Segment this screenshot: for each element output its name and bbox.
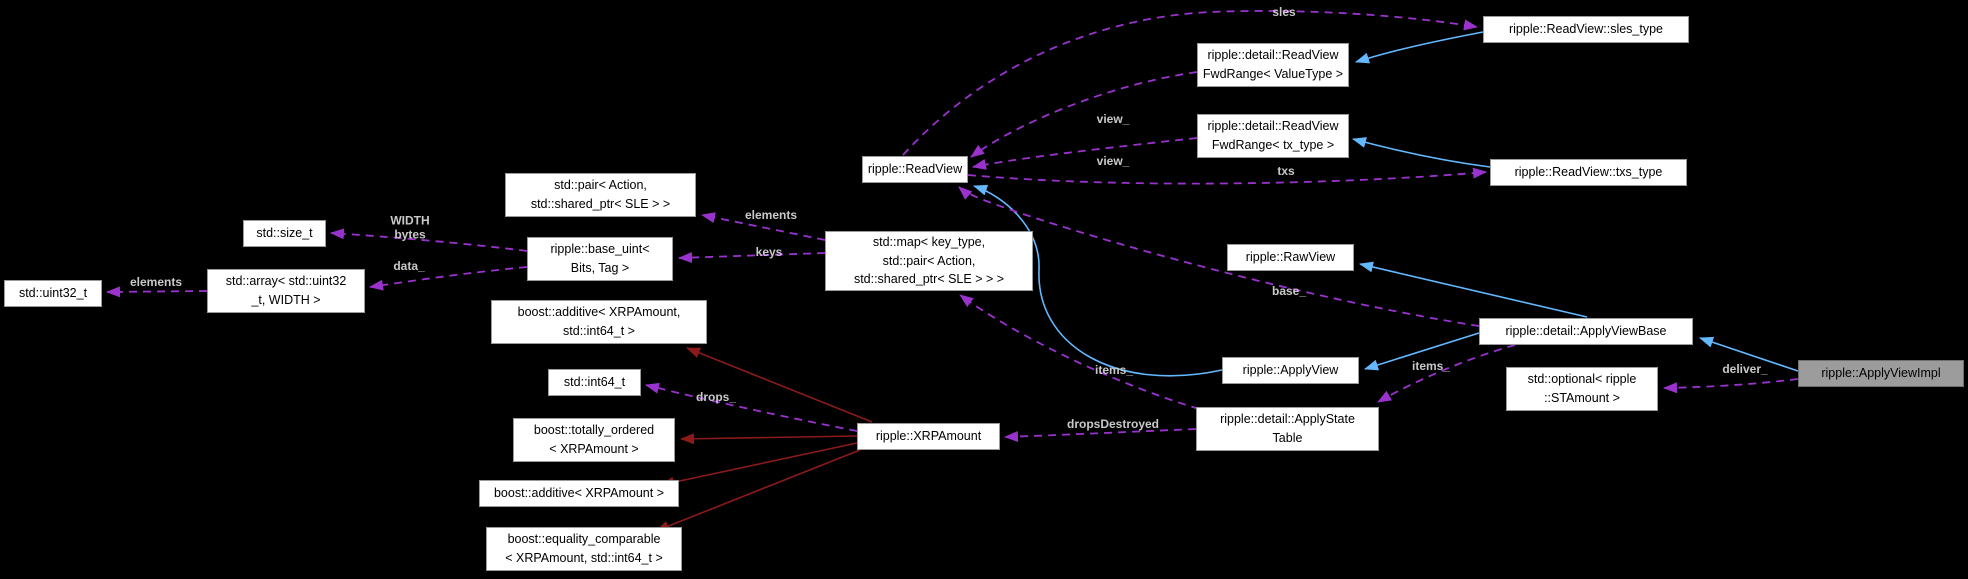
edge-label-base: base_ [1271, 283, 1307, 298]
node-std-uint32-t[interactable]: std::uint32_t [4, 280, 102, 307]
edge-label-items-viewbase: items_ [1411, 358, 1451, 373]
edge-applystatetable-dropsdestroyed [1004, 428, 1197, 443]
edge-applyviewimpl-to-applyviewbase [1699, 336, 1799, 372]
edge-label-data: data_ [393, 258, 425, 273]
edge-txstype-to-fwdrange-txtype [1352, 137, 1491, 168]
edge-label-elements-map-pair: elements [744, 207, 798, 222]
edge-xrpamount-to-boost-additive [660, 442, 858, 488]
node-std-array[interactable]: std::array< std::uint32 _t, WIDTH > [207, 269, 365, 313]
edge-fwdrange-valuetype-view [970, 71, 1198, 158]
edge-xrpamount-to-boost-equality-comparable [655, 449, 861, 532]
edge-label-view-lower: view_ [1096, 153, 1130, 168]
edge-label-deliver: deliver_ [1722, 361, 1768, 376]
edge-readview-sles [902, 10, 1478, 156]
node-ripple-applyviewbase[interactable]: ripple::detail::ApplyViewBase [1479, 318, 1693, 345]
node-std-size-t[interactable]: std::size_t [243, 220, 326, 247]
node-std-int64-t[interactable]: std::int64_t [548, 369, 641, 396]
edge-label-items-statetable: items_ [1094, 362, 1134, 377]
node-ripple-xrpamount[interactable]: ripple::XRPAmount [857, 423, 1000, 450]
node-std-pair-action-sle[interactable]: std::pair< Action, std::shared_ptr< SLE … [505, 173, 696, 217]
node-ripple-applystatetable[interactable]: ripple::detail::ApplyState Table [1196, 407, 1379, 451]
edge-applystatetable-items [959, 294, 1200, 410]
node-readview-fwdrange-valuetype[interactable]: ripple::detail::ReadView FwdRange< Value… [1197, 43, 1349, 87]
node-ripple-base-uint[interactable]: ripple::base_uint< Bits, Tag > [527, 237, 673, 281]
edge-applyviewbase-base [958, 186, 1480, 327]
edge-readview-txs [967, 167, 1487, 185]
edge-label-view-upper: view_ [1096, 111, 1130, 126]
node-boost-additive-xrpamount[interactable]: boost::additive< XRPAmount > [479, 480, 679, 507]
node-readview-fwdrange-txtype[interactable]: ripple::detail::ReadView FwdRange< tx_ty… [1197, 114, 1349, 158]
edge-label-txs: txs [1277, 163, 1295, 178]
node-std-map-keytype-pair[interactable]: std::map< key_type, std::pair< Action, s… [825, 231, 1033, 291]
edge-label-drops: drops_ [695, 389, 737, 404]
edge-baseuint-width-bytes [330, 228, 528, 252]
node-boost-additive-xrpamount-int64[interactable]: boost::additive< XRPAmount, std::int64_t… [491, 300, 707, 344]
edge-applyview-to-readview [973, 184, 1223, 377]
node-readview-txs-type[interactable]: ripple::ReadView::txs_type [1490, 159, 1687, 186]
edge-applyviewbase-to-rawview [1359, 261, 1588, 318]
edge-label-keys: keys [755, 244, 783, 259]
edge-slestype-to-fwdrange-valuetype [1355, 31, 1484, 64]
node-ripple-applyview[interactable]: ripple::ApplyView [1222, 357, 1359, 384]
edge-xrpamount-to-boost-totally-ordered [680, 433, 858, 445]
edge-map-keys [678, 252, 826, 264]
edge-baseuint-data [369, 266, 528, 291]
node-ripple-rawview[interactable]: ripple::RawView [1227, 244, 1354, 271]
edge-applyviewbase-items [1377, 344, 1516, 403]
node-std-optional-stamount[interactable]: std::optional< ripple ::STAmount > [1506, 367, 1658, 411]
edge-array-elements [106, 286, 208, 298]
edge-label-dropsdestroyed: dropsDestroyed [1066, 416, 1160, 431]
edge-label-width-bytes: WIDTH bytes [390, 213, 430, 242]
node-ripple-readview[interactable]: ripple::ReadView [862, 156, 968, 183]
node-readview-sles-type[interactable]: ripple::ReadView::sles_type [1483, 16, 1689, 43]
edge-xrpamount-drops [645, 382, 858, 432]
edge-applyviewbase-to-applyview [1364, 332, 1480, 371]
edge-label-sles: sles [1272, 4, 1296, 19]
edge-map-elements [701, 212, 826, 241]
node-ripple-applyviewimpl[interactable]: ripple::ApplyViewImpl [1798, 360, 1964, 387]
edge-xrpamount-to-boost-additive-int64 [686, 347, 873, 423]
edge-applyviewimpl-deliver [1663, 378, 1799, 394]
node-boost-totally-ordered[interactable]: boost::totally_ordered < XRPAmount > [513, 418, 675, 462]
edge-fwdrange-txtype-view [972, 137, 1198, 170]
edge-label-elements-array-uint32: elements [129, 274, 183, 289]
node-boost-equality-comparable[interactable]: boost::equality_comparable < XRPAmount, … [486, 527, 682, 571]
